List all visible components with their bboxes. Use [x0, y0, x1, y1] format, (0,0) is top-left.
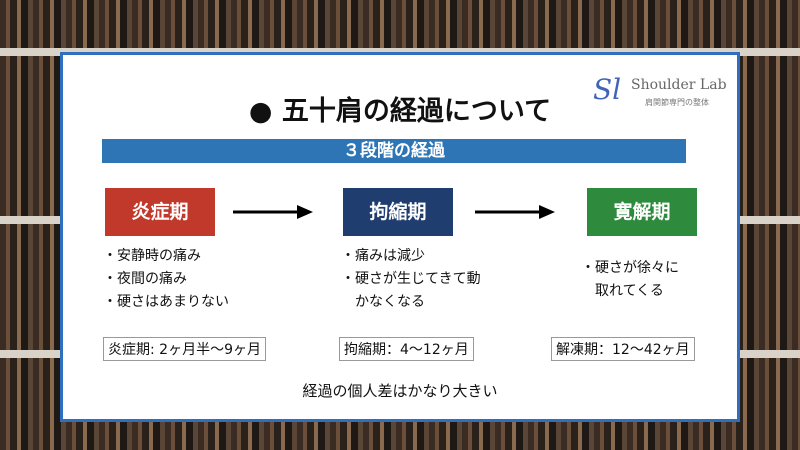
stage-3-bullets: ・硬さが徐々に 取れてくる: [581, 257, 679, 303]
logo-name: Shoulder Lab: [631, 77, 727, 93]
stage-1-bullets: ・安静時の痛み ・夜間の痛み ・硬さはあまりない: [103, 245, 229, 314]
stages-banner: ３段階の経過: [102, 139, 686, 163]
bullet: ・硬さが徐々に: [581, 260, 679, 276]
arrow-right-icon: [233, 205, 313, 219]
stage-inflammatory: 炎症期: [105, 188, 215, 236]
slide-panel: ● 五十肩の経過について Sl Shoulder Lab 肩関節専門の整体 ３段…: [60, 52, 740, 422]
slide-title: ● 五十肩の経過について: [248, 96, 552, 127]
bullet: ・硬さが生じてきて動: [341, 271, 481, 287]
bullet: ・硬さはあまりない: [103, 294, 229, 310]
stage-2-bullets: ・痛みは減少 ・硬さが生じてきて動 かなくなる: [341, 245, 481, 314]
bullet: ・夜間の痛み: [103, 271, 187, 287]
arrow-right-icon: [475, 205, 555, 219]
logo-mark: Sl: [593, 73, 622, 106]
bullet: ・安静時の痛み: [103, 248, 201, 264]
bullet: ・痛みは減少: [341, 248, 425, 264]
note: 経過の個人差はかなり大きい: [302, 382, 498, 400]
period-remission: 解凍期：12〜42ヶ月: [551, 337, 695, 361]
bullet: 取れてくる: [581, 283, 664, 299]
logo-subtitle: 肩関節専門の整体: [645, 98, 709, 107]
bullet: かなくなる: [341, 294, 425, 310]
stage-contracture: 拘縮期: [343, 188, 453, 236]
period-contracture: 拘縮期：4〜12ヶ月: [339, 337, 474, 361]
stage-remission: 寛解期: [587, 188, 697, 236]
period-inflammatory: 炎症期: 2ヶ月半〜9ヶ月: [103, 337, 266, 361]
